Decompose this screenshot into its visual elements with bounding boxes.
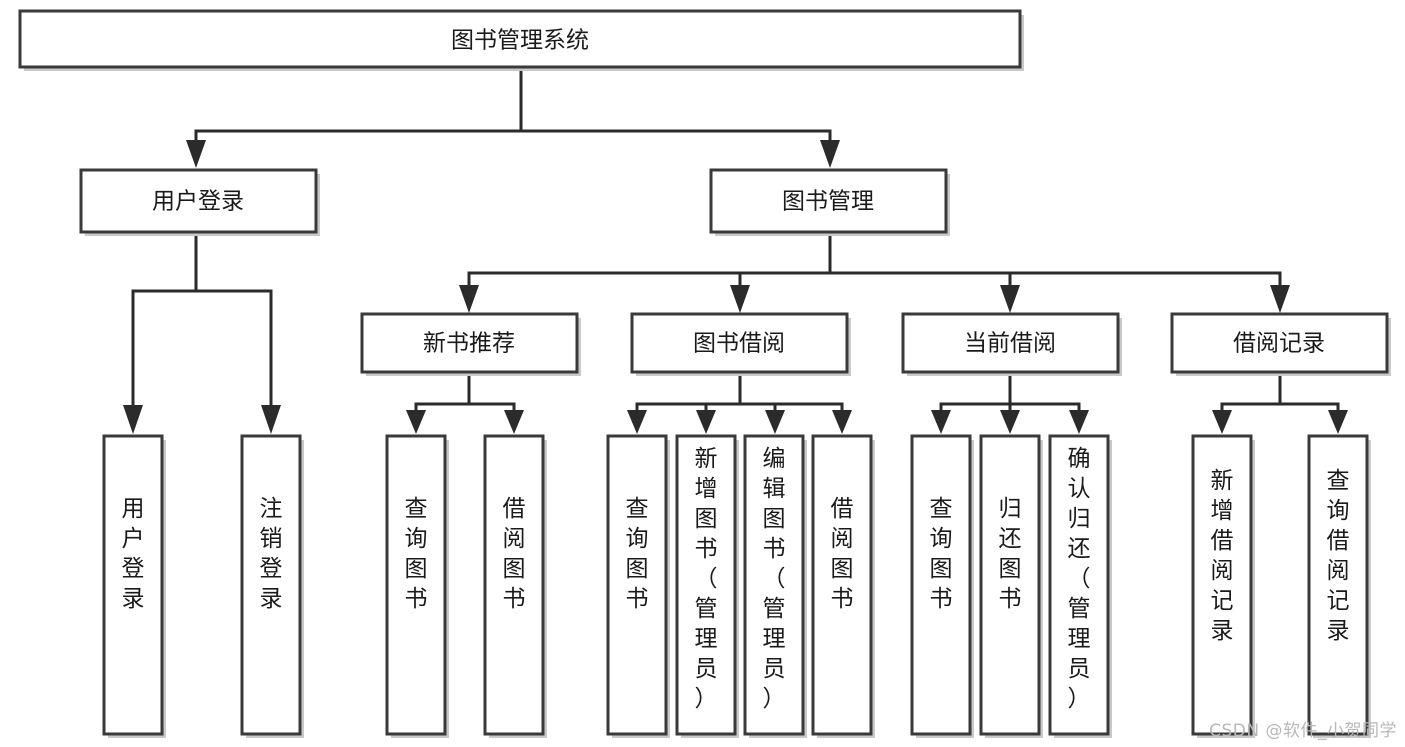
leaf-borrow-book-1-box (483, 434, 545, 736)
arrow-to-leaf-query-book-3 (931, 410, 951, 434)
node-borrow-record[interactable]: 借阅记录 (1170, 312, 1391, 376)
node-leaf-borrow-book-1[interactable]: 借阅图书 (483, 434, 547, 738)
leaf-add-record-box (1191, 434, 1253, 736)
arrow-to-leaf-query-book-1 (406, 410, 426, 434)
leaf-return-book-label: 归还图书 (999, 496, 1022, 612)
leaf-confirm-return-label: 确认归还（管理员） (1068, 446, 1091, 712)
book-borrow-label: 图书借阅 (693, 331, 785, 357)
node-current-borrow[interactable]: 当前借阅 (901, 312, 1122, 376)
leaf-query-book-3-label: 查询图书 (930, 496, 953, 612)
root-label: 图书管理系统 (451, 28, 589, 54)
leaf-edit-book-box (743, 434, 805, 736)
current-borrow-box (901, 312, 1120, 374)
leaf-add-book-box (675, 434, 737, 736)
leaf-borrow-book-1-label: 借阅图书 (503, 496, 526, 612)
borrow-record-box (1170, 312, 1389, 374)
csdn-watermark: CSDN @软件_小贺同学 (1209, 721, 1397, 741)
node-layer: 图书管理系统 用户登录 图书管理 新书推荐 (18, 9, 1391, 738)
arrow-to-leaf-borrow-book-1 (504, 410, 524, 434)
arrow-to-leaf-user-login (123, 405, 143, 434)
node-leaf-query-book-2[interactable]: 查询图书 (606, 434, 670, 738)
node-leaf-add-record[interactable]: 新增借阅记录 (1191, 434, 1255, 738)
arrow-to-leaf-query-book-2 (627, 410, 647, 434)
arrow-to-leaf-edit-book (765, 410, 785, 434)
current-borrow-label: 当前借阅 (964, 331, 1056, 357)
book-manage-box (709, 168, 948, 234)
leaf-borrow-book-2-box (811, 434, 873, 736)
leaf-query-book-3-box (910, 434, 972, 736)
edge-layer (123, 67, 1348, 434)
arrow-to-leaf-add-record (1212, 410, 1232, 434)
leaf-query-book-1-label: 查询图书 (405, 496, 428, 612)
node-new-book-rec[interactable]: 新书推荐 (360, 312, 581, 376)
node-leaf-confirm-return[interactable]: 确认归还（管理员） (1048, 434, 1112, 738)
arrow-to-leaf-logout (261, 405, 281, 434)
node-leaf-add-book[interactable]: 新增图书（管理员） (675, 434, 739, 738)
arrow-to-leaf-borrow-book-2 (832, 410, 852, 434)
arrow-to-leaf-return-book (1000, 410, 1020, 434)
book-borrow-box (630, 312, 849, 374)
node-user-login[interactable]: 用户登录 (79, 168, 320, 236)
arrow-to-leaf-confirm-return (1069, 410, 1089, 434)
arrow-to-book-borrow (730, 285, 750, 313)
user-login-box (79, 168, 318, 234)
node-leaf-edit-book[interactable]: 编辑图书（管理员） (743, 434, 807, 738)
user-login-label: 用户登录 (152, 189, 244, 215)
leaf-query-book-2-label: 查询图书 (626, 496, 649, 612)
node-book-manage[interactable]: 图书管理 (709, 168, 950, 236)
arrow-to-book-manage (820, 140, 840, 168)
node-leaf-logout[interactable]: 注销登录 (240, 434, 304, 738)
new-book-rec-label: 新书推荐 (423, 331, 515, 357)
arrow-to-new-book-rec (459, 285, 479, 313)
leaf-query-record-label: 查询借阅记录 (1327, 468, 1350, 644)
arrow-to-leaf-query-record (1328, 410, 1348, 434)
leaf-query-book-2-box (606, 434, 668, 736)
leaf-add-record-label: 新增借阅记录 (1211, 468, 1234, 644)
arrow-to-borrow-record (1270, 285, 1290, 313)
leaf-query-record-box (1307, 434, 1369, 736)
node-root[interactable]: 图书管理系统 (18, 9, 1024, 71)
node-leaf-query-book-3[interactable]: 查询图书 (910, 434, 974, 738)
node-leaf-query-record[interactable]: 查询借阅记录 (1307, 434, 1371, 738)
leaf-borrow-book-2-label: 借阅图书 (831, 496, 854, 612)
borrow-record-label: 借阅记录 (1233, 331, 1325, 357)
leaf-user-login-label: 用户登录 (122, 496, 145, 612)
node-leaf-query-book-1[interactable]: 查询图书 (385, 434, 449, 738)
arrow-to-leaf-add-book (696, 410, 716, 434)
leaf-logout-label: 注销登录 (260, 496, 283, 612)
leaf-query-book-1-box (385, 434, 447, 736)
node-leaf-borrow-book-2[interactable]: 借阅图书 (811, 434, 875, 738)
node-leaf-user-login[interactable]: 用户登录 (102, 434, 166, 738)
node-book-borrow[interactable]: 图书借阅 (630, 312, 851, 376)
root-box (18, 9, 1022, 69)
leaf-confirm-return-box (1048, 434, 1110, 736)
leaf-return-book-box (979, 434, 1041, 736)
arrow-to-current-borrow (1000, 285, 1020, 313)
arrow-to-user-login (186, 140, 206, 168)
leaf-logout-box (240, 434, 302, 736)
leaf-user-login-box (102, 434, 164, 736)
book-manage-label: 图书管理 (782, 189, 874, 215)
leaf-add-book-label: 新增图书（管理员） (695, 446, 718, 712)
new-book-rec-box (360, 312, 579, 374)
leaf-edit-book-label: 编辑图书（管理员） (763, 446, 786, 712)
node-leaf-return-book[interactable]: 归还图书 (979, 434, 1043, 738)
